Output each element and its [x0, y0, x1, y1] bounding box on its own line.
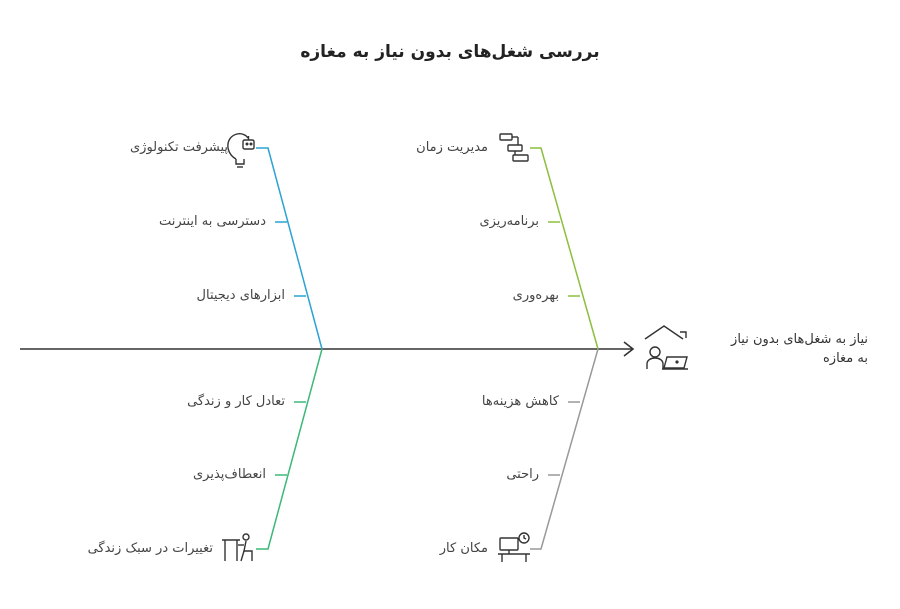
- cause-technology-2: دسترسی به اینترنت: [159, 214, 266, 229]
- cause-time-2: برنامه‌ریزی: [479, 214, 539, 229]
- cause-lifestyle-2: انعطاف‌پذیری: [192, 467, 266, 482]
- cause-time-3: بهره‌وری: [512, 288, 559, 303]
- cause-workspace-3: مکان کار: [439, 541, 488, 556]
- cause-workspace-2: راحتی: [506, 467, 539, 482]
- diagram-title: بررسی شغل‌های بدون نیاز به مغازه: [300, 42, 600, 62]
- head-label: نیاز به شغل‌های بدون نیاز به مغازه: [731, 332, 868, 366]
- spine-arrowhead: [623, 341, 635, 357]
- lightbulb-robot-icon: [227, 133, 255, 168]
- branch-workspace: [530, 348, 599, 550]
- cause-technology-3: ابزارهای دیجیتال: [196, 288, 285, 303]
- cause-time-1: مدیریت زمان: [416, 140, 488, 155]
- cause-lifestyle-3: تغییرات در سبک زندگی: [87, 541, 213, 556]
- branch-lifestyle: [256, 348, 323, 550]
- cause-technology-1: پیشرفت تکنولوژی: [130, 140, 228, 155]
- cause-workspace-1: کاهش هزینه‌ها: [481, 394, 559, 409]
- cause-lifestyle-1: تعادل کار و زندگی: [187, 394, 285, 409]
- desk-worker-icon: [222, 533, 253, 562]
- branch-time: [530, 147, 599, 350]
- home-office-icon: [644, 325, 688, 370]
- gantt-schedule-icon: [499, 133, 529, 162]
- computer-clock-icon: [498, 532, 530, 562]
- branch-technology: [256, 147, 323, 350]
